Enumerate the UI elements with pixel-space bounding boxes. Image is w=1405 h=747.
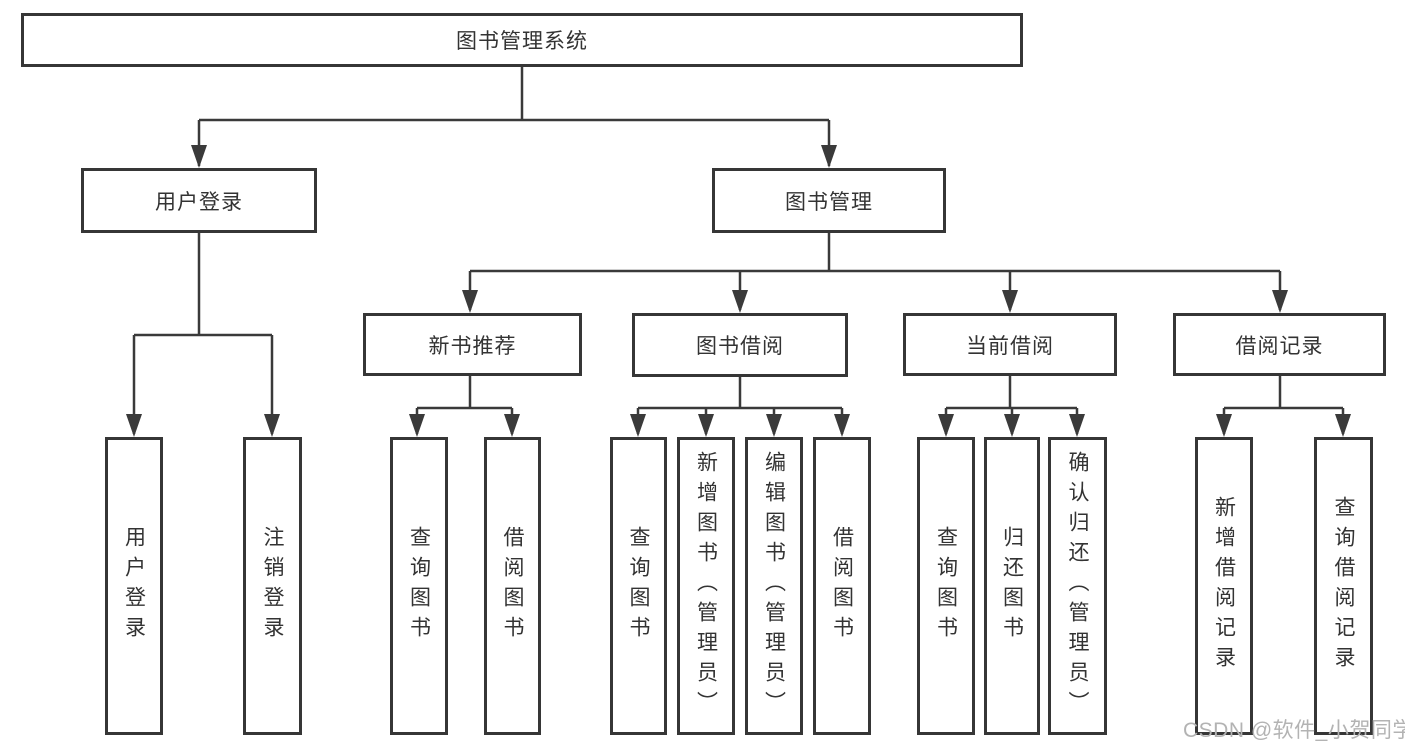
node-user-login-group: 用户登录	[81, 168, 317, 233]
node-current-borrowing: 当前借阅	[903, 313, 1117, 376]
node-label: 确认归还（管理员）	[1066, 451, 1089, 721]
node-label: 注销登录	[261, 526, 284, 646]
node-label: 新增图书（管理员）	[694, 451, 718, 721]
node-label: 新增借阅记录	[1212, 496, 1236, 676]
node-label: 借阅图书	[501, 526, 524, 646]
node-current-query-books: 查询图书	[917, 437, 975, 735]
node-label: 查询图书	[407, 526, 431, 646]
node-root-system: 图书管理系统	[21, 13, 1023, 67]
node-new-book-recommend: 新书推荐	[363, 313, 582, 376]
node-add-borrow-record: 新增借阅记录	[1195, 437, 1253, 735]
node-borrowing-query-books: 查询图书	[610, 437, 667, 735]
node-return-books: 归还图书	[984, 437, 1040, 735]
node-borrowing-records: 借阅记录	[1173, 313, 1386, 376]
node-label: 编辑图书（管理员）	[762, 451, 786, 721]
node-logout: 注销登录	[243, 437, 302, 735]
node-label: 查询图书	[627, 526, 650, 646]
node-label: 查询借阅记录	[1332, 496, 1355, 676]
node-book-borrowing: 图书借阅	[632, 313, 848, 377]
node-edit-books-admin: 编辑图书（管理员）	[745, 437, 803, 735]
node-label: 用户登录	[122, 526, 146, 646]
node-add-books-admin: 新增图书（管理员）	[677, 437, 735, 735]
node-newbook-borrow-books: 借阅图书	[484, 437, 541, 735]
node-book-management: 图书管理	[712, 168, 946, 233]
node-label: 归还图书	[1000, 526, 1024, 646]
connector-segments	[132, 66, 1345, 434]
node-query-borrow-record: 查询借阅记录	[1314, 437, 1373, 735]
csdn-watermark: CSDN @软件_小贺同学	[1183, 719, 1405, 742]
node-label: 借阅图书	[830, 526, 854, 646]
node-user-login: 用户登录	[105, 437, 163, 735]
node-label: 查询图书	[934, 526, 958, 646]
node-borrowing-borrow-books: 借阅图书	[813, 437, 871, 735]
node-confirm-return-admin: 确认归还（管理员）	[1048, 437, 1107, 735]
node-newbook-query-books: 查询图书	[390, 437, 448, 735]
